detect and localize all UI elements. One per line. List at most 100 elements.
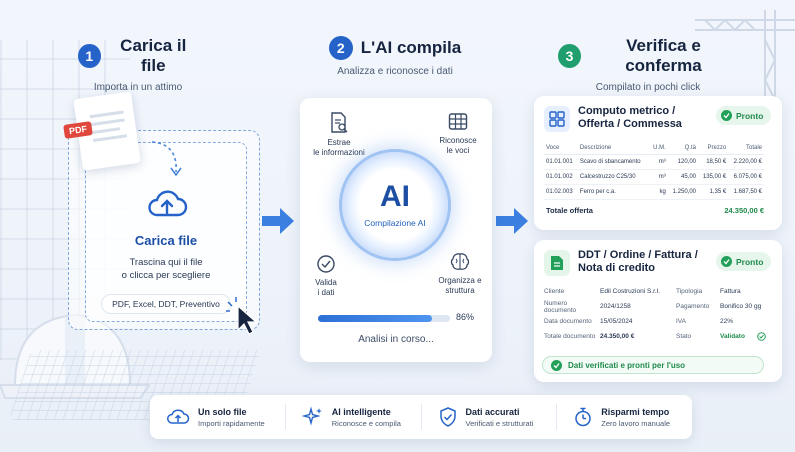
cell: Scavo di sbancamento — [577, 154, 650, 170]
upload-line-1: Trascina qui il file — [129, 257, 203, 268]
column-header: Descrizione — [577, 142, 650, 155]
feature-title: AI intelligente — [331, 406, 391, 417]
detail-key: Cliente — [544, 288, 565, 295]
feature-subtitle: Zero lavoro manuale — [601, 418, 671, 428]
detail-key: Totale documento — [544, 333, 596, 340]
brain-icon — [450, 253, 470, 270]
card-title: Computo metrico / Offerta / Commessa — [578, 105, 682, 131]
card-title: DDT / Ordine / Fattura / Nota di credito — [578, 249, 698, 275]
step-subtitle: Analizza e riconosce i dati — [337, 66, 453, 77]
table-row[interactable]: 01.01.002 Calcestruzzo C25/30 m³ 45,00 1… — [544, 169, 764, 185]
cloud-upload-icon — [148, 190, 188, 217]
detail-value: Fattura — [720, 288, 741, 295]
detail-row: Cliente Edil Costruzioni S.r.l. — [544, 284, 664, 299]
detail-value: Edil Costruzioni S.r.l. — [600, 288, 660, 295]
column-header: U.M. — [649, 142, 668, 155]
accepted-file-types: PDF, Excel, DDT, Preventivo — [101, 294, 231, 314]
cell: 135,00 € — [698, 169, 729, 185]
check-icon — [721, 110, 732, 121]
step-subtitle: Compilato in pochi click — [595, 82, 701, 93]
cell: kg — [649, 184, 668, 200]
cell: 120,00 — [667, 154, 698, 170]
cell: 1.687,50 € — [728, 184, 764, 200]
feature-line: Estrae — [327, 138, 351, 147]
detail-key: Data documento — [544, 318, 592, 325]
check-circle-icon — [317, 255, 335, 273]
progress-value: 86% — [456, 312, 475, 322]
card-title-line: DDT / Ordine / Fattura / — [578, 249, 698, 261]
ai-feature-recognize: Riconosce le voci — [428, 112, 488, 156]
cell: 6.075,00 € — [728, 169, 764, 185]
upload-line-2: o clicca per scegliere — [121, 270, 211, 281]
validated-status: Validato — [720, 333, 745, 340]
analysis-status: Analisi in corso... — [358, 334, 434, 345]
detail-key: Stato — [676, 333, 692, 340]
calculator-icon — [544, 106, 570, 132]
check-icon — [721, 256, 732, 267]
detail-value: 24.350,00 € — [600, 333, 635, 340]
feature-title: Risparmi tempo — [601, 406, 670, 417]
card-title-line: Offerta / Commessa — [578, 118, 682, 130]
table-row[interactable]: 01.01.001 Scavo di sbancamento m³ 120,00… — [544, 154, 764, 170]
progress-fill — [318, 315, 432, 322]
card-title-line: Computo metrico / — [578, 105, 676, 117]
cell: m³ — [649, 169, 668, 185]
feature-line: i dati — [317, 288, 335, 297]
ai-feature-organize: Organizza e struttura — [430, 252, 490, 296]
feature-line: le informazioni — [313, 148, 365, 157]
shield-check-icon — [439, 407, 456, 427]
cursor-icon — [226, 297, 258, 335]
cell: 01.01.002 — [544, 169, 578, 185]
table-icon — [448, 113, 468, 130]
ai-label: Compilazione AI — [364, 218, 426, 228]
cell: 1.250,00 — [667, 184, 698, 200]
upload-dropzone[interactable]: Carica file Trascina qui il file o clicc… — [85, 142, 247, 322]
status-badge: Pronto — [716, 252, 772, 271]
step-title: L'AI compila — [360, 38, 462, 57]
detail-value: 15/05/2024 — [600, 318, 633, 325]
cell: m³ — [649, 154, 668, 170]
cell: 2.220,00 € — [728, 154, 764, 170]
offer-card[interactable]: Computo metrico / Offerta / Commessa Pro… — [534, 96, 782, 230]
ai-compilation-panel: Estrae le informazioni Riconosce le voci… — [300, 98, 492, 362]
table-row[interactable]: 01.02.003 Ferro per c.a. kg 1.250,00 1,3… — [544, 184, 764, 200]
ai-feature-validate: Valida i dati — [306, 254, 346, 298]
feature-line: Riconosce — [439, 136, 477, 145]
stopwatch-icon — [575, 407, 591, 427]
flow-arrow-icon — [262, 208, 294, 234]
upload-instructions: Trascina qui il file o clicca per scegli… — [86, 256, 246, 282]
cell: Calcestruzzo C25/30 — [577, 169, 650, 185]
offer-table: Voce Descrizione U.M. Q.tà Prezzo Totale… — [544, 142, 764, 200]
cell: 45,00 — [667, 169, 698, 185]
status-badge: Pronto — [716, 106, 772, 125]
feature-line: Valida — [315, 278, 337, 287]
document-search-icon — [331, 112, 348, 133]
verified-banner: Dati verificati e pronti per l'uso — [542, 356, 764, 374]
cell: 18,50 € — [698, 154, 729, 170]
verified-text: Dati verificati e pronti per l'uso — [568, 360, 686, 370]
step-2-header: 2 L'AI compila Analizza e riconosce i da… — [320, 36, 470, 77]
check-circle-icon — [757, 332, 766, 341]
feature-title: Un solo file — [198, 406, 247, 417]
progress-bar — [318, 315, 450, 322]
status-label: Pronto — [736, 110, 764, 121]
offer-total: Totale offerta 24.350,00 € — [546, 206, 764, 215]
feature-title: Dati accurati — [465, 406, 520, 417]
feature-line: le voci — [446, 146, 470, 155]
step-badge: 1 — [78, 44, 101, 68]
ddt-card[interactable]: DDT / Ordine / Fattura / Nota di credito… — [534, 240, 782, 382]
detail-key: Numero documento — [544, 299, 577, 314]
total-label: Totale offerta — [546, 206, 593, 215]
cell: 1,35 € — [698, 184, 729, 200]
ai-core-ring: AI Compilazione AI — [342, 152, 448, 258]
ddt-details-left: Cliente Edil Costruzioni S.r.l. Numero do… — [544, 284, 664, 344]
check-icon — [551, 359, 562, 371]
